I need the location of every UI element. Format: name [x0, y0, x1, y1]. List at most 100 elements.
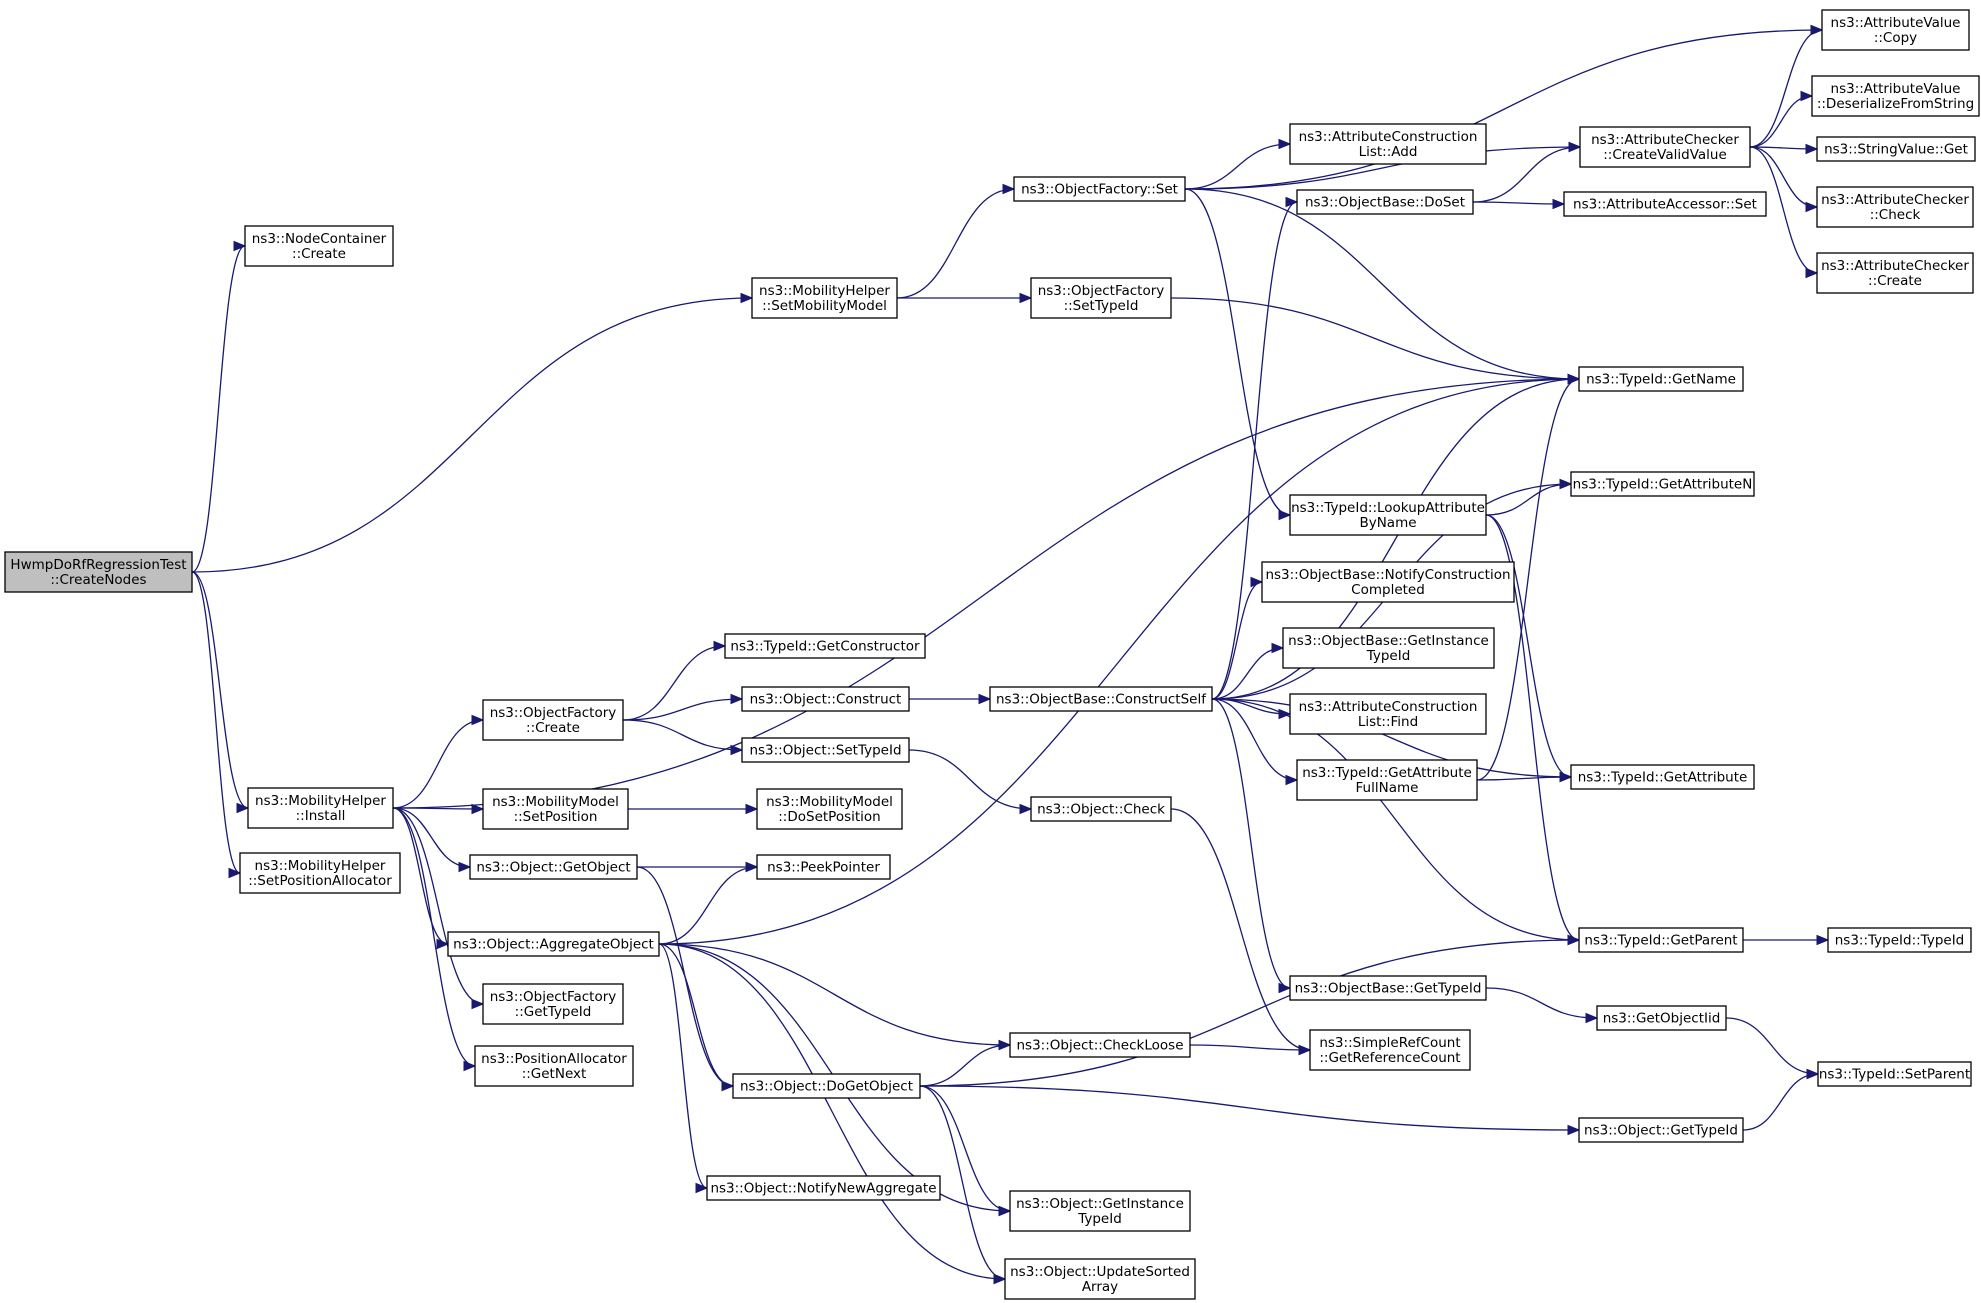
node-tid-typeid[interactable]: ns3::TypeId::TypeId [1827, 927, 1972, 953]
call-edge [1485, 987, 1599, 1024]
node-av-deser[interactable]: ns3::AttributeValue::DeserializeFromStri… [1811, 75, 1980, 117]
node-of-set[interactable]: ns3::ObjectFactory::Set [1013, 176, 1186, 202]
node-ob-gettypeid[interactable]: ns3::ObjectBase::GetTypeId [1289, 975, 1487, 1001]
node-obj-dogetobject[interactable]: ns3::Object::DoGetObject [732, 1073, 921, 1099]
node-ac-create[interactable]: ns3::AttributeChecker::Create [1816, 252, 1974, 294]
node-av-copy[interactable]: ns3::AttributeValue::Copy [1821, 9, 1970, 51]
node-label: ns3::TypeId::GetAttribute [1578, 770, 1748, 786]
call-edge-line [1211, 201, 1298, 700]
call-edge-line [1472, 201, 1565, 205]
node-label: ns3::AttributeChecker [1591, 132, 1739, 148]
call-edge [392, 803, 485, 815]
node-ob-doset[interactable]: ns3::ObjectBase::DoSet [1296, 189, 1474, 215]
call-edge [1211, 642, 1285, 700]
node-label: ns3::ObjectFactory::Set [1021, 182, 1178, 198]
node-of-settypeid[interactable]: ns3::ObjectFactory::SetTypeId [1030, 277, 1172, 319]
node-mh-install[interactable]: ns3::MobilityHelper::Install [247, 787, 394, 829]
node-mh-setmob[interactable]: ns3::MobilityHelper::SetMobilityModel [751, 277, 898, 319]
call-edge [622, 640, 727, 721]
call-edge [191, 571, 250, 814]
node-tid-getctor[interactable]: ns3::TypeId::GetConstructor [724, 633, 926, 659]
node-label: ::SetPositionAllocator [248, 873, 392, 889]
node-ac-check[interactable]: ns3::AttributeChecker::Check [1816, 186, 1974, 228]
arrowhead [236, 802, 250, 814]
node-peekpointer[interactable]: ns3::PeekPointer [756, 854, 891, 880]
node-label: ::GetReferenceCount [1319, 1050, 1460, 1066]
node-aa-set[interactable]: ns3::AttributeAccessor::Set [1563, 191, 1767, 217]
node-src-getrefcount[interactable]: ns3::SimpleRefCount::GetReferenceCount [1309, 1029, 1471, 1071]
node-tid-getattrn[interactable]: ns3::TypeId::GetAttributeN [1570, 471, 1755, 497]
call-edge [909, 693, 992, 705]
arrowhead [233, 240, 247, 252]
call-edge-line [1742, 1073, 1819, 1131]
node-tid-getattr[interactable]: ns3::TypeId::GetAttribute [1570, 764, 1755, 790]
node-getobjectiid[interactable]: ns3::GetObjectIid [1596, 1005, 1727, 1031]
node-box [482, 699, 624, 741]
call-edge-line [1184, 188, 1580, 380]
node-box [4, 551, 193, 593]
node-label: ns3::AttributeConstruction [1299, 129, 1478, 145]
node-root[interactable]: HwmpDoRfRegressionTest::CreateNodes [4, 551, 193, 593]
node-nc-create[interactable]: ns3::NodeContainer::Create [244, 225, 394, 267]
call-edge [392, 807, 485, 1010]
arrowhead [730, 744, 744, 756]
node-obj-settypeid[interactable]: ns3::Object::SetTypeId [741, 737, 910, 763]
node-ac-createvalid[interactable]: ns3::AttributeChecker::CreateValidValue [1579, 126, 1751, 168]
call-edge [919, 1085, 1012, 1217]
node-of-gettypeid[interactable]: ns3::ObjectFactory::GetTypeId [482, 983, 624, 1025]
node-box [1817, 1061, 1972, 1087]
node-label: ns3::TypeId::GetParent [1584, 933, 1737, 949]
call-edge [919, 1085, 1007, 1285]
node-label: FullName [1356, 780, 1419, 796]
node-label: ns3::Object::GetTypeId [1584, 1123, 1738, 1139]
node-box [239, 852, 401, 894]
node-label: ns3::ObjectFactory [490, 705, 617, 721]
node-obj-construct[interactable]: ns3::Object::Construct [741, 686, 910, 712]
node-mm-setpos[interactable]: ns3::MobilityModel::SetPosition [482, 788, 629, 830]
node-obj-aggregate[interactable]: ns3::Object::AggregateObject [447, 931, 660, 957]
arrowhead [1567, 1124, 1581, 1136]
node-ob-constructself[interactable]: ns3::ObjectBase::ConstructSelf [989, 686, 1213, 712]
node-obj-notifynewagg[interactable]: ns3::Object::NotifyNewAggregate [706, 1175, 941, 1201]
node-box [1289, 494, 1487, 536]
node-obj-check[interactable]: ns3::Object::Check [1030, 796, 1172, 822]
node-tid-getname[interactable]: ns3::TypeId::GetName [1578, 366, 1744, 392]
node-mm-dosetpos[interactable]: ns3::MobilityModel::DoSetPosition [756, 788, 903, 830]
node-obj-checkloose[interactable]: ns3::Object::CheckLoose [1009, 1032, 1191, 1058]
node-obj-getobject[interactable]: ns3::Object::GetObject [469, 854, 638, 880]
node-label: ByName [1359, 515, 1416, 531]
call-edge [1476, 771, 1573, 783]
node-sv-get[interactable]: ns3::StringValue::Get [1816, 136, 1976, 162]
node-mh-setpos[interactable]: ns3::MobilityHelper::SetPositionAllocato… [239, 852, 401, 894]
node-label: ns3::TypeId::GetConstructor [730, 639, 920, 655]
arrowhead [695, 1182, 709, 1194]
node-tid-getparent[interactable]: ns3::TypeId::GetParent [1578, 927, 1744, 953]
node-box [482, 788, 629, 830]
node-pa-getnext[interactable]: ns3::PositionAllocator::GetNext [474, 1045, 634, 1087]
node-tid-setparent[interactable]: ns3::TypeId::SetParent [1817, 1061, 1972, 1087]
node-ob-notifyconst[interactable]: ns3::ObjectBase::NotifyConstructionCompl… [1261, 561, 1515, 603]
node-label: ns3::MobilityModel [492, 794, 619, 810]
call-edge [1211, 576, 1264, 700]
arrowhead [436, 938, 450, 950]
node-label: ns3::Object::GetObject [476, 860, 630, 876]
node-label: ::Check [1870, 207, 1921, 223]
node-of-create[interactable]: ns3::ObjectFactory::Create [482, 699, 624, 741]
node-label: ns3::TypeId::SetParent [1819, 1067, 1970, 1083]
arrowhead [458, 861, 472, 873]
arrowhead [1585, 1012, 1599, 1024]
call-edge-line [1211, 698, 1298, 781]
node-box [247, 787, 394, 829]
call-edge [1472, 141, 1582, 203]
node-obj-gettypeid[interactable]: ns3::Object::GetTypeId [1578, 1117, 1744, 1143]
node-label: ns3::TypeId::GetAttributeN [1573, 477, 1753, 493]
node-label: ::GetTypeId [515, 1004, 592, 1020]
node-label: ns3::Object::GetInstance [1016, 1196, 1184, 1212]
